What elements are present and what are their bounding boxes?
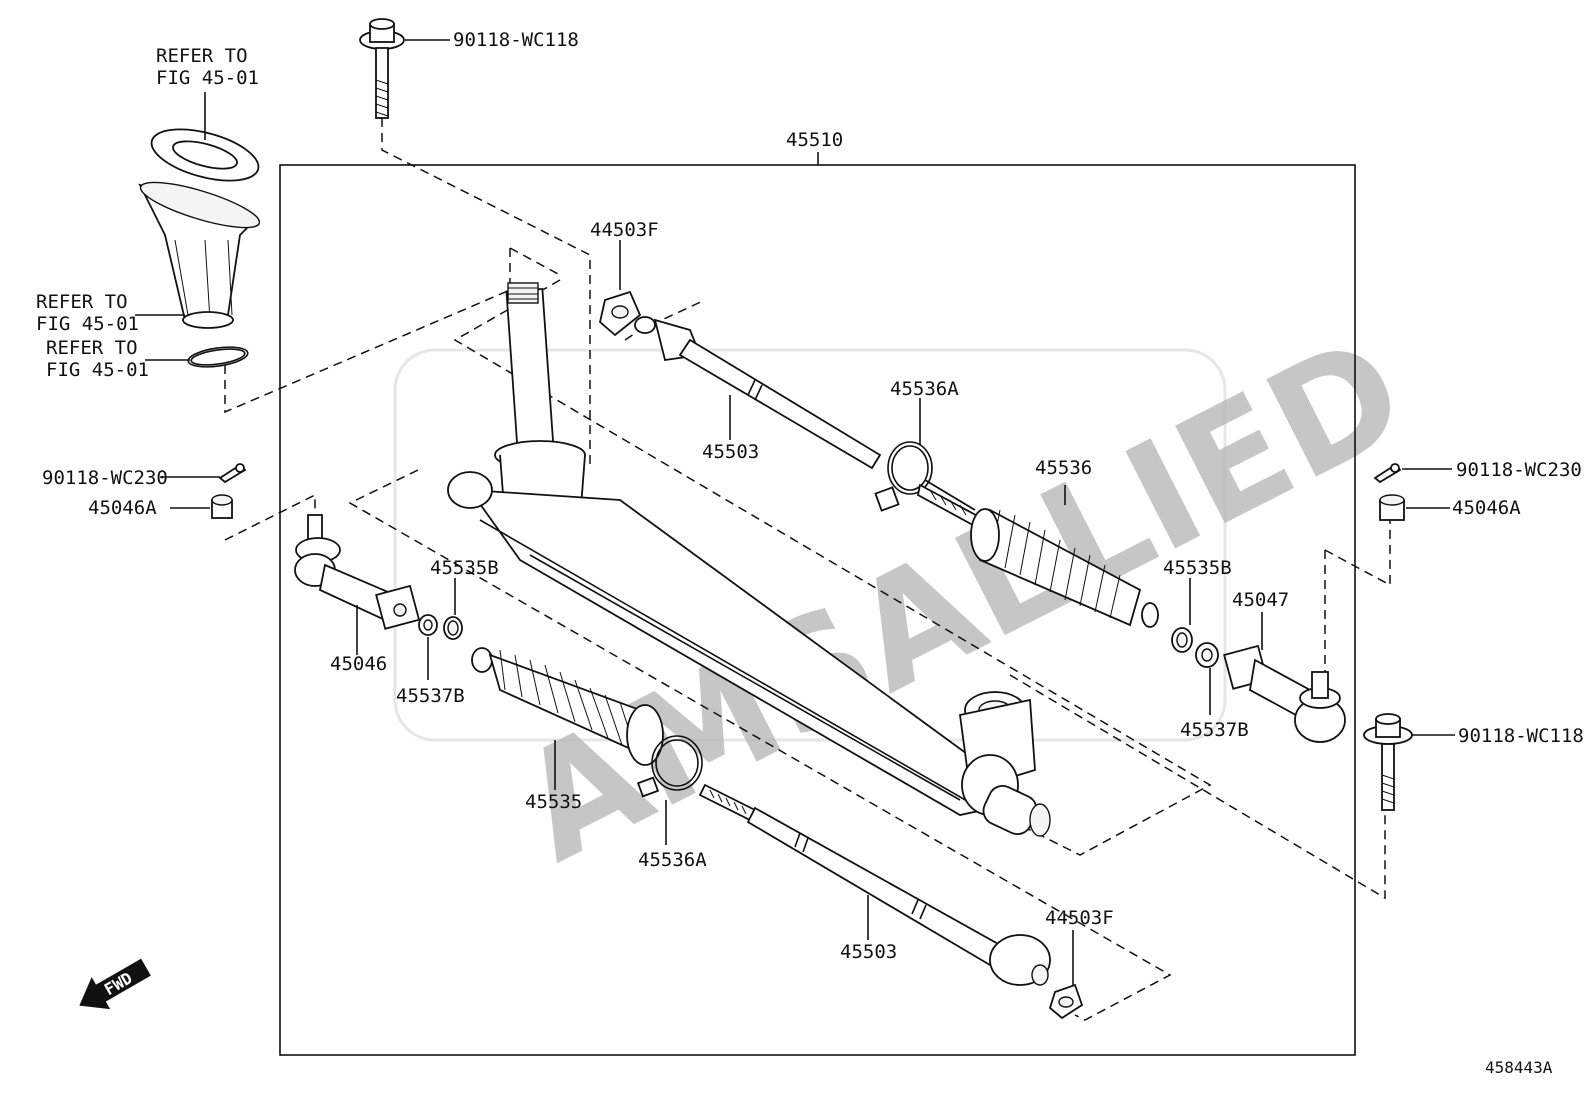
label-clip-left: 90118-WC230 [42,467,168,489]
label-plate-bottom: 44503F [1045,907,1114,929]
nut-small-left-icon [418,614,438,636]
fwd-arrow-icon: FWD [79,958,151,1010]
label-plate-top: 44503F [590,219,659,241]
label-refer-1-line1: REFER TO [156,45,248,67]
nut-left-icon [211,494,233,519]
label-refer-3-line2: FIG 45-01 [46,359,149,381]
clip-right-icon [1373,463,1402,484]
label-refer-1-line2: FIG 45-01 [156,67,259,89]
label-clamp-top: 45536A [890,378,959,400]
nut-right-icon [1379,494,1405,521]
tie-rod-top-icon [634,316,882,470]
label-bolt-top: 90118-WC118 [453,29,579,51]
label-clamp-small-left: 45535B [430,557,499,579]
label-nut-left: 45046A [88,497,157,519]
clamp-small-right-icon [1171,627,1193,653]
plate-bottom-icon [1048,983,1084,1020]
label-tie-rod-bottom: 45503 [840,941,897,963]
label-tie-end-left: 45046 [330,653,387,675]
label-nut-right: 45046A [1452,497,1521,519]
tie-rod-bottom-icon [698,783,1051,986]
label-boot-right: 45536 [1035,457,1092,479]
rack-housing-icon [447,282,1051,837]
boot-right-icon [916,479,1159,628]
boot-cover-icon [138,181,261,329]
bolt-right-icon [1363,713,1413,811]
boot-left-icon [471,647,664,766]
label-clip-right: 90118-WC230 [1456,459,1582,481]
seal-ring-icon [150,128,260,182]
label-bolt-right: 90118-WC118 [1458,725,1584,747]
clamp-small-left-icon [443,616,463,640]
label-clamp-small-right: 45535B [1163,557,1232,579]
guide-lines [224,118,1391,1021]
label-refer-2-line1: REFER TO [36,291,128,313]
label-nut-small-left: 45537B [396,685,465,707]
label-refer-2-line2: FIG 45-01 [36,313,139,335]
tie-end-left-icon [294,514,421,630]
tie-end-right-icon [1223,644,1346,743]
label-refer-3-line1: REFER TO [46,337,138,359]
label-tie-end-right: 45047 [1232,589,1289,611]
label-tie-rod-top: 45503 [702,441,759,463]
label-nut-small-right: 45537B [1180,719,1249,741]
clamp-bottom-icon [636,735,703,798]
o-ring-icon [187,346,249,368]
nut-small-right-icon [1195,642,1219,668]
clamp-top-icon [874,441,933,512]
plate-top-icon [599,290,642,337]
label-boot-left: 45535 [525,791,582,813]
clip-left-icon [218,463,247,484]
bolt-top-icon [359,18,405,119]
label-figure-id: 458443A [1485,1058,1553,1077]
label-clamp-bottom: 45536A [638,849,707,871]
label-assembly: 45510 [786,129,843,151]
